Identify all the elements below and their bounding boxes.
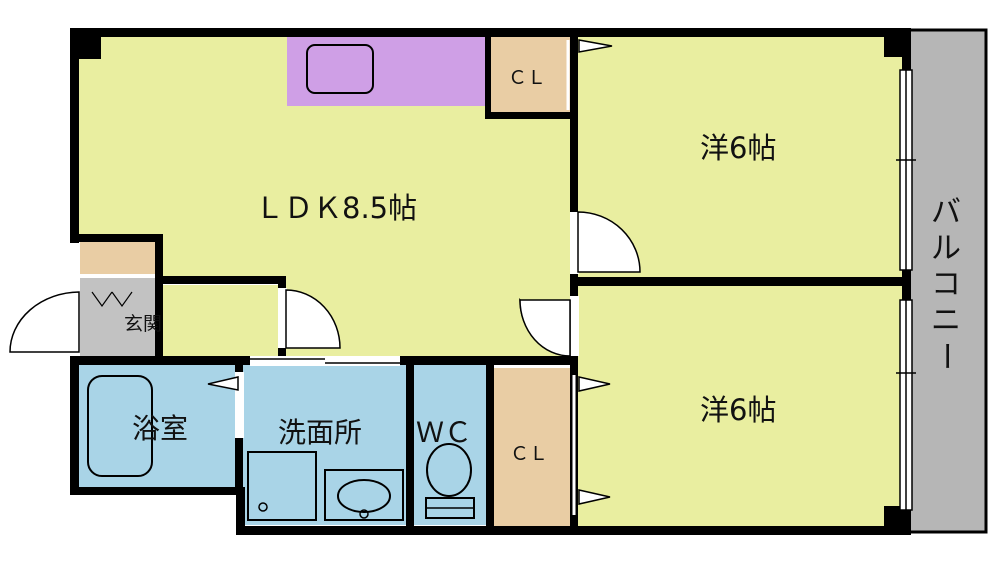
kitchen-counter (287, 36, 487, 106)
closet-bottom-label: ＣＬ (510, 443, 548, 465)
windows (896, 69, 916, 511)
hallway (160, 285, 280, 357)
balcony-char-5: ー (928, 341, 963, 371)
vanity-icon (324, 469, 404, 521)
washing-machine-icon (247, 451, 317, 521)
western-bottom-label: 洋6帖 (700, 393, 776, 427)
door-swings (9, 211, 641, 358)
toilet-bowl-icon (426, 443, 472, 497)
closet-doors (207, 39, 613, 505)
shoe-cabinet (80, 242, 156, 274)
balcony-label: バ ル コ ニ ー (928, 195, 963, 371)
faucet-icon (359, 509, 369, 519)
balcony-char-3: コ (931, 267, 961, 302)
balcony-char-4: ニ (931, 303, 961, 338)
western-room-bottom (575, 285, 905, 528)
wall-corners (79, 37, 904, 526)
bathtub-icon (87, 375, 153, 477)
balcony-area (903, 28, 988, 534)
entrance-label: 玄関 (124, 313, 162, 335)
balcony-char-1: バ (931, 195, 961, 230)
closet-top (490, 36, 570, 114)
ldk-label: ＬＤＫ8.5帖 (255, 191, 417, 225)
closet-bottom (492, 368, 572, 526)
western-top-label: 洋6帖 (700, 131, 776, 165)
sink-icon (306, 44, 374, 94)
bath-label: 浴室 (132, 412, 188, 445)
wc-label: ＷＣ (416, 416, 472, 449)
closet-top-label: ＣＬ (508, 67, 546, 89)
drain-icon (258, 502, 268, 512)
washroom-label: 洗面所 (278, 416, 362, 449)
ldk-room (75, 32, 575, 357)
basin-icon (337, 479, 391, 513)
entrance-area (80, 278, 158, 360)
balcony-char-2: ル (931, 231, 961, 266)
sliding-doors (250, 358, 413, 520)
bath-room (75, 365, 240, 490)
